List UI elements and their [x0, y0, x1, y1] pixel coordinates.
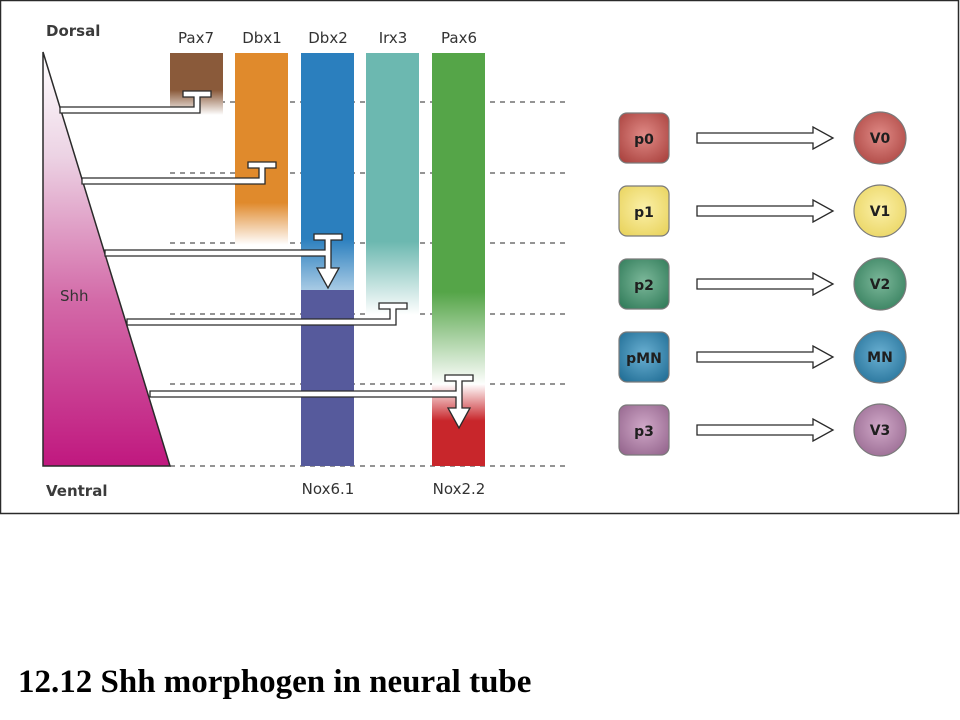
repression-arrow-dbx2: [104, 233, 343, 290]
neuron-circle-v0: [853, 111, 907, 165]
progenitor-box-p0: [618, 112, 670, 164]
gene-label-nox22: Nox2.2: [433, 480, 486, 498]
gene-label-nox61: Nox6.1: [302, 480, 355, 498]
progenitor-box-p1: [618, 185, 670, 237]
neuron-circle-mn: [853, 330, 907, 384]
neuron-circle-v3: [853, 403, 907, 457]
progenitor-label-pmn: pMN: [626, 351, 662, 367]
dorsal-label: Dorsal: [46, 22, 100, 40]
differentiation-arrow: [696, 271, 835, 297]
neuron-circle-v1: [853, 184, 907, 238]
differentiation-arrow: [696, 344, 835, 370]
neuron-circles: [853, 111, 907, 457]
repression-arrow-pax6: [149, 374, 474, 430]
nox61-expression-bar: [301, 290, 354, 466]
progenitor-box-p2: [618, 258, 670, 310]
gene-label-pax6: Pax6: [441, 29, 477, 47]
shh-neural-tube-figure: Dorsal Ventral Shh Pax7 Dbx1 Dbx2 Irx3 P…: [0, 0, 960, 515]
progenitor-label-p2: p2: [634, 278, 654, 294]
neuron-circle-v2: [853, 257, 907, 311]
repression-arrow-dbx1: [81, 161, 277, 185]
neuron-label-v3: V3: [870, 423, 891, 439]
threshold-lines: [170, 101, 568, 467]
progenitor-label-p0: p0: [634, 132, 654, 148]
gene-label-dbx2: Dbx2: [308, 29, 348, 47]
differentiation-arrow: [696, 198, 835, 224]
gene-label-dbx1: Dbx1: [242, 29, 282, 47]
dbx1-expression-bar: [235, 53, 288, 245]
gene-label-irx3: Irx3: [379, 29, 408, 47]
neuron-label-v1: V1: [870, 204, 891, 220]
figure-frame: [0, 0, 960, 515]
progenitor-box-p3: [618, 404, 670, 456]
shh-label: Shh: [60, 287, 89, 305]
shh-gradient-triangle: [42, 51, 172, 467]
irx3-expression-bar: [366, 53, 419, 315]
neuron-label-v0: V0: [870, 131, 891, 147]
neuron-label-mn: MN: [867, 350, 893, 366]
repression-arrow-irx3: [126, 302, 408, 326]
repression-arrow-pax7: [59, 90, 212, 114]
figure-caption: 12.12 Shh morphogen in neural tube: [18, 664, 532, 700]
differentiation-arrow: [696, 125, 835, 151]
ventral-label: Ventral: [46, 482, 107, 500]
progenitor-label-p1: p1: [634, 205, 654, 221]
progenitor-boxes: [618, 112, 670, 456]
progenitor-label-p3: p3: [634, 424, 654, 440]
progenitor-box-pmn: [618, 331, 670, 383]
gene-label-pax7: Pax7: [178, 29, 214, 47]
pax6-expression-bar: [432, 53, 485, 385]
neuron-label-v2: V2: [870, 277, 891, 293]
differentiation-arrow: [696, 417, 835, 443]
